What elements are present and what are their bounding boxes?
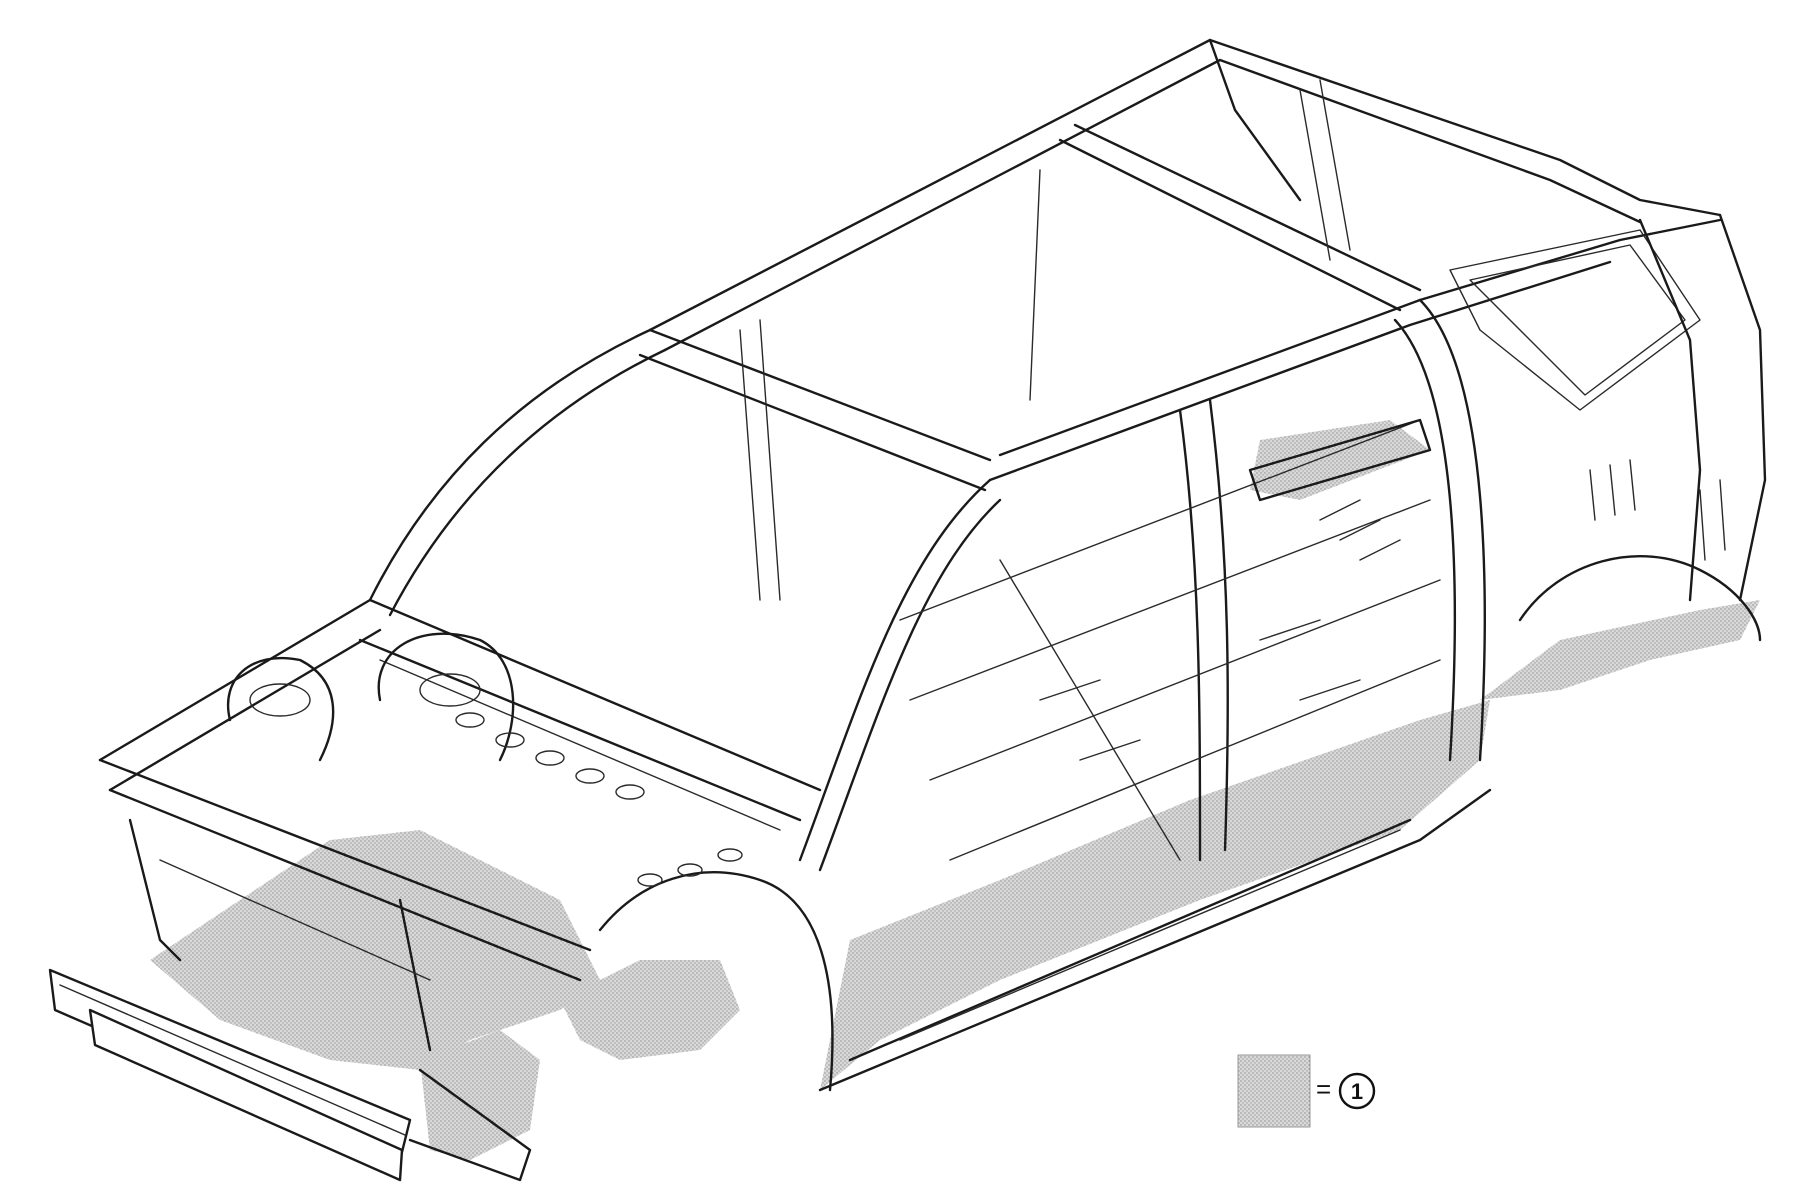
callout-circle <box>1338 1072 1376 1110</box>
legend: = 1 <box>1237 1054 1376 1128</box>
shaded-region-1 <box>150 420 1760 1160</box>
callout-number: 1 <box>1351 1079 1363 1104</box>
body-frame-outline <box>48 38 1767 1182</box>
legend-shaded-swatch <box>1237 1054 1311 1128</box>
legend-equals-sign: = <box>1316 1074 1331 1104</box>
